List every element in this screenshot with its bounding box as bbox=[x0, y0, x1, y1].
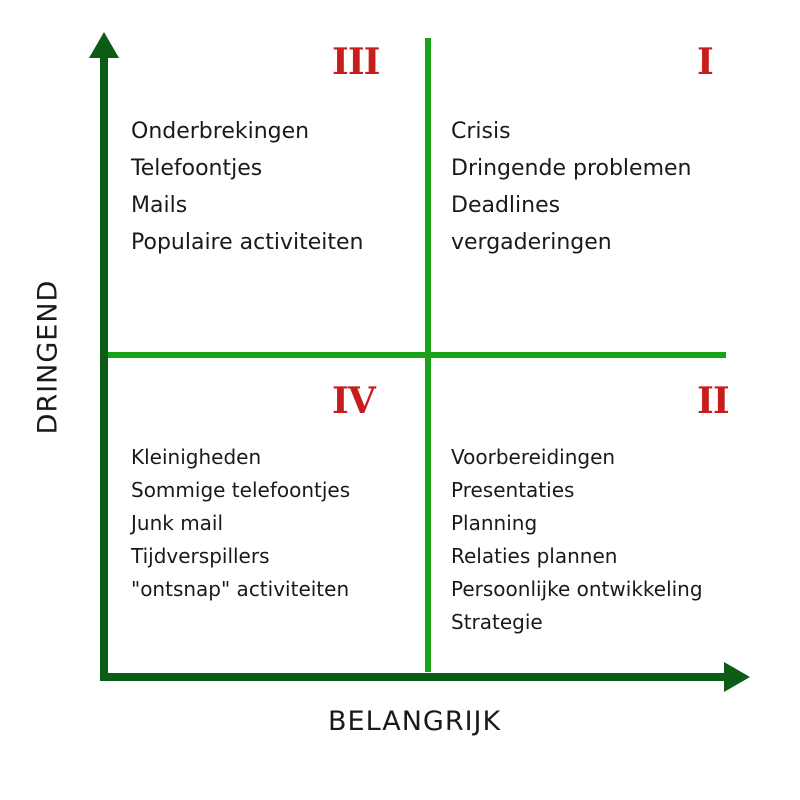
quadrant-numeral-iv: IV bbox=[332, 380, 376, 422]
quadrant-ii-items: Voorbereidingen Presentaties Planning Re… bbox=[451, 441, 703, 639]
list-item: Kleinigheden bbox=[131, 445, 262, 469]
list-item: Deadlines bbox=[451, 193, 561, 218]
quadrant-i-items: Crisis Dringende problemen Deadlines ver… bbox=[451, 113, 692, 261]
y-axis-arrowhead bbox=[89, 32, 119, 58]
list-item: Junk mail bbox=[131, 511, 224, 535]
quadrant-numeral-i: I bbox=[697, 41, 714, 83]
list-item: Strategie bbox=[451, 610, 543, 634]
list-item: Planning bbox=[451, 511, 538, 535]
list-item: Tijdverspillers bbox=[131, 544, 270, 568]
list-item: Sommige telefoontjes bbox=[131, 478, 351, 502]
list-item: Relaties plannen bbox=[451, 544, 618, 568]
quadrant-iv-items: Kleinigheden Sommige telefoontjes Junk m… bbox=[131, 441, 350, 606]
quadrant-iii-items: Onderbrekingen Telefoontjes Mails Popula… bbox=[131, 113, 363, 261]
list-item: Crisis bbox=[451, 119, 511, 144]
quadrant-numeral-ii: II bbox=[697, 380, 730, 422]
y-axis-label: DRINGEND bbox=[32, 279, 64, 435]
list-item: Voorbereidingen bbox=[451, 445, 616, 469]
quadrant-numeral-iii: III bbox=[332, 41, 381, 83]
list-item: Telefoontjes bbox=[131, 156, 263, 181]
list-item: Presentaties bbox=[451, 478, 575, 502]
list-item: vergaderingen bbox=[451, 230, 612, 255]
list-item: "ontsnap" activiteiten bbox=[131, 577, 350, 601]
x-axis-arrowhead bbox=[724, 662, 750, 692]
list-item: Dringende problemen bbox=[451, 156, 692, 181]
list-item: Populaire activiteiten bbox=[131, 230, 364, 255]
x-axis-label: BELANGRIJK bbox=[328, 706, 502, 737]
list-item: Mails bbox=[131, 193, 188, 218]
list-item: Persoonlijke ontwikkeling bbox=[451, 577, 703, 601]
list-item: Onderbrekingen bbox=[131, 119, 310, 144]
